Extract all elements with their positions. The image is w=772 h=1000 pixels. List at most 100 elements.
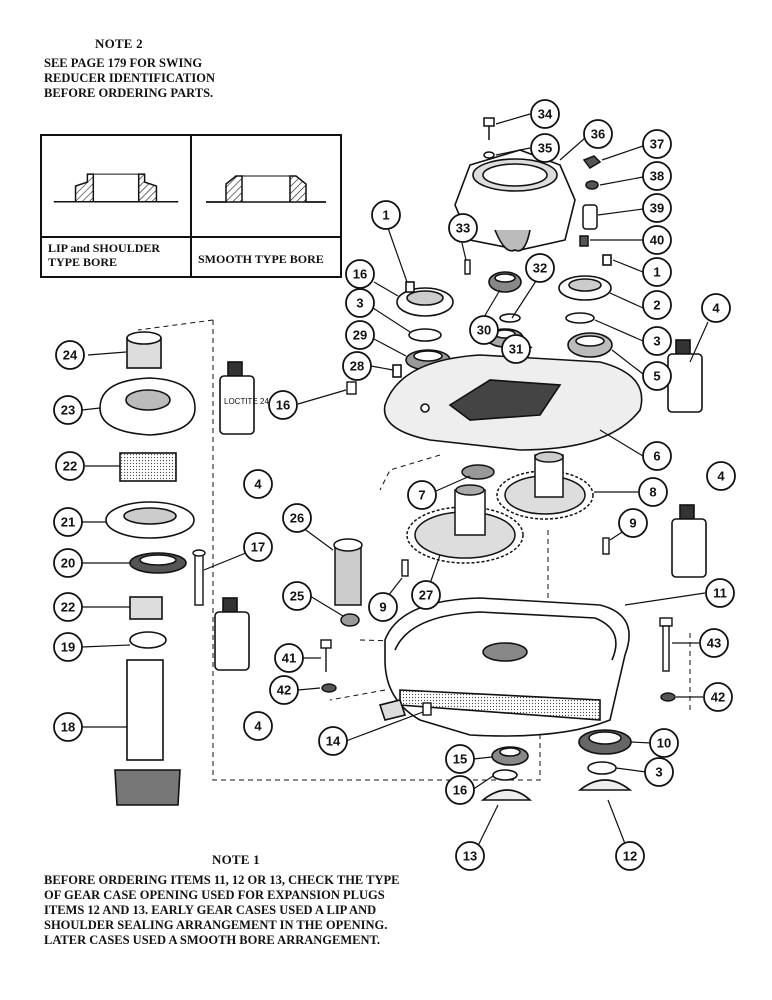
callout-7: 7 — [407, 480, 437, 510]
callout-9: 9 — [618, 508, 648, 538]
callout-12: 12 — [615, 841, 645, 871]
callout-number: 43 — [707, 636, 721, 651]
callout-number: 1 — [382, 208, 389, 223]
note2-line: REDUCER IDENTIFICATION — [44, 71, 215, 85]
callout-27: 27 — [411, 580, 441, 610]
callout-30: 30 — [469, 315, 499, 345]
callout-number: 11 — [713, 586, 727, 601]
note1-line: SHOULDER SEALING ARRANGEMENT IN THE OPEN… — [44, 918, 388, 932]
note1-line: LATER CASES USED A SMOOTH BORE ARRANGEME… — [44, 933, 381, 947]
callout-42: 42 — [703, 682, 733, 712]
callout-number: 16 — [353, 267, 367, 282]
callout-32: 32 — [525, 253, 555, 283]
lip-shoulder-label: LIP and SHOULDER TYPE BORE — [48, 241, 160, 269]
callout-number: 27 — [419, 588, 433, 603]
callout-number: 10 — [657, 736, 671, 751]
callout-29: 29 — [345, 320, 375, 350]
callout-number: 4 — [717, 469, 725, 484]
gear-case-part — [378, 597, 630, 737]
callout-15: 15 — [445, 744, 475, 774]
callout-number: 14 — [326, 734, 341, 749]
callout-21: 21 — [53, 507, 83, 537]
callout-number: 30 — [477, 323, 491, 338]
callout-16: 16 — [345, 259, 375, 289]
smooth-bore-illustration — [192, 175, 340, 238]
callout-number: 29 — [353, 328, 367, 343]
callout-number: 26 — [290, 511, 304, 526]
callout-4: 4 — [701, 293, 731, 323]
callout-33: 33 — [448, 213, 478, 243]
callout-9: 9 — [368, 592, 398, 622]
callout-number: 15 — [453, 752, 467, 767]
callout-11: 11 — [705, 578, 735, 608]
callout-number: 7 — [418, 488, 425, 503]
callout-3: 3 — [345, 288, 375, 318]
callout-22: 22 — [53, 592, 83, 622]
callout-35: 35 — [530, 133, 560, 163]
right-cap-stack — [558, 254, 613, 358]
callout-number: 4 — [254, 719, 262, 734]
callout-number: 4 — [712, 301, 720, 316]
loctite-text: LOCTITE 242 — [224, 397, 274, 406]
callout-26: 26 — [282, 503, 312, 533]
callout-number: 3 — [655, 765, 662, 780]
smooth-bore-label: SMOOTH TYPE BORE — [198, 252, 324, 266]
callout-number: 6 — [653, 449, 660, 464]
callout-1: 1 — [642, 257, 672, 287]
callout-number: 36 — [591, 127, 605, 142]
callout-number: 17 — [251, 540, 265, 555]
callout-number: 21 — [61, 515, 75, 530]
callout-41: 41 — [274, 643, 304, 673]
callout-number: 13 — [463, 849, 477, 864]
loctite-bottle-icons: LOCTITE 242 — [214, 339, 707, 671]
callout-37: 37 — [642, 129, 672, 159]
callout-22: 22 — [55, 451, 85, 481]
callout-6: 6 — [642, 441, 672, 471]
callout-number: 16 — [453, 783, 467, 798]
callout-16: 16 — [445, 775, 475, 805]
callout-39: 39 — [642, 193, 672, 223]
callout-number: 1 — [653, 265, 660, 280]
bolt-34-part — [483, 117, 495, 159]
callout-number: 31 — [509, 342, 523, 357]
callout-number: 2 — [653, 298, 660, 313]
callout-43: 43 — [699, 628, 729, 658]
callout-number: 12 — [623, 849, 637, 864]
note2-line: BEFORE ORDERING PARTS. — [44, 86, 214, 100]
callout-number: 25 — [290, 589, 304, 604]
callout-10: 10 — [649, 728, 679, 758]
callout-labels: 3435363738394033111630322332931285416624… — [53, 99, 736, 871]
callout-34: 34 — [530, 99, 560, 129]
callout-3: 3 — [642, 326, 672, 356]
vent-14-part — [422, 702, 432, 716]
callout-4: 4 — [243, 711, 273, 741]
callout-number: 39 — [650, 201, 664, 216]
callout-23: 23 — [53, 395, 83, 425]
callout-4: 4 — [706, 461, 736, 491]
callout-42: 42 — [269, 675, 299, 705]
callout-number: 28 — [350, 359, 364, 374]
callout-8: 8 — [638, 477, 668, 507]
callout-number: 22 — [61, 600, 75, 615]
callout-5: 5 — [642, 361, 672, 391]
callout-40: 40 — [642, 225, 672, 255]
plug-and-seal-part — [480, 729, 633, 801]
bore-type-table: LIP and SHOULDER TYPE BORE SMOOTH TYPE B… — [40, 134, 342, 278]
callout-16: 16 — [268, 390, 298, 420]
callout-number: 40 — [650, 233, 664, 248]
note1-line: BEFORE ORDERING ITEMS 11, 12 OR 13, CHEC… — [44, 873, 400, 887]
callout-number: 35 — [538, 141, 552, 156]
callout-number: 32 — [533, 261, 547, 276]
callout-17: 17 — [243, 532, 273, 562]
callout-number: 24 — [63, 348, 78, 363]
callout-number: 4 — [254, 477, 262, 492]
callout-14: 14 — [318, 726, 348, 756]
top-housing-part — [454, 149, 576, 252]
callout-number: 42 — [711, 690, 725, 705]
lip-shoulder-label-line1: LIP and SHOULDER — [48, 241, 161, 255]
leader-lines — [80, 113, 709, 855]
note1-line: ITEMS 12 AND 13. EARLY GEAR CASES USED A… — [44, 903, 377, 917]
callout-20: 20 — [53, 548, 83, 578]
note2-title: NOTE 2 — [95, 36, 143, 51]
